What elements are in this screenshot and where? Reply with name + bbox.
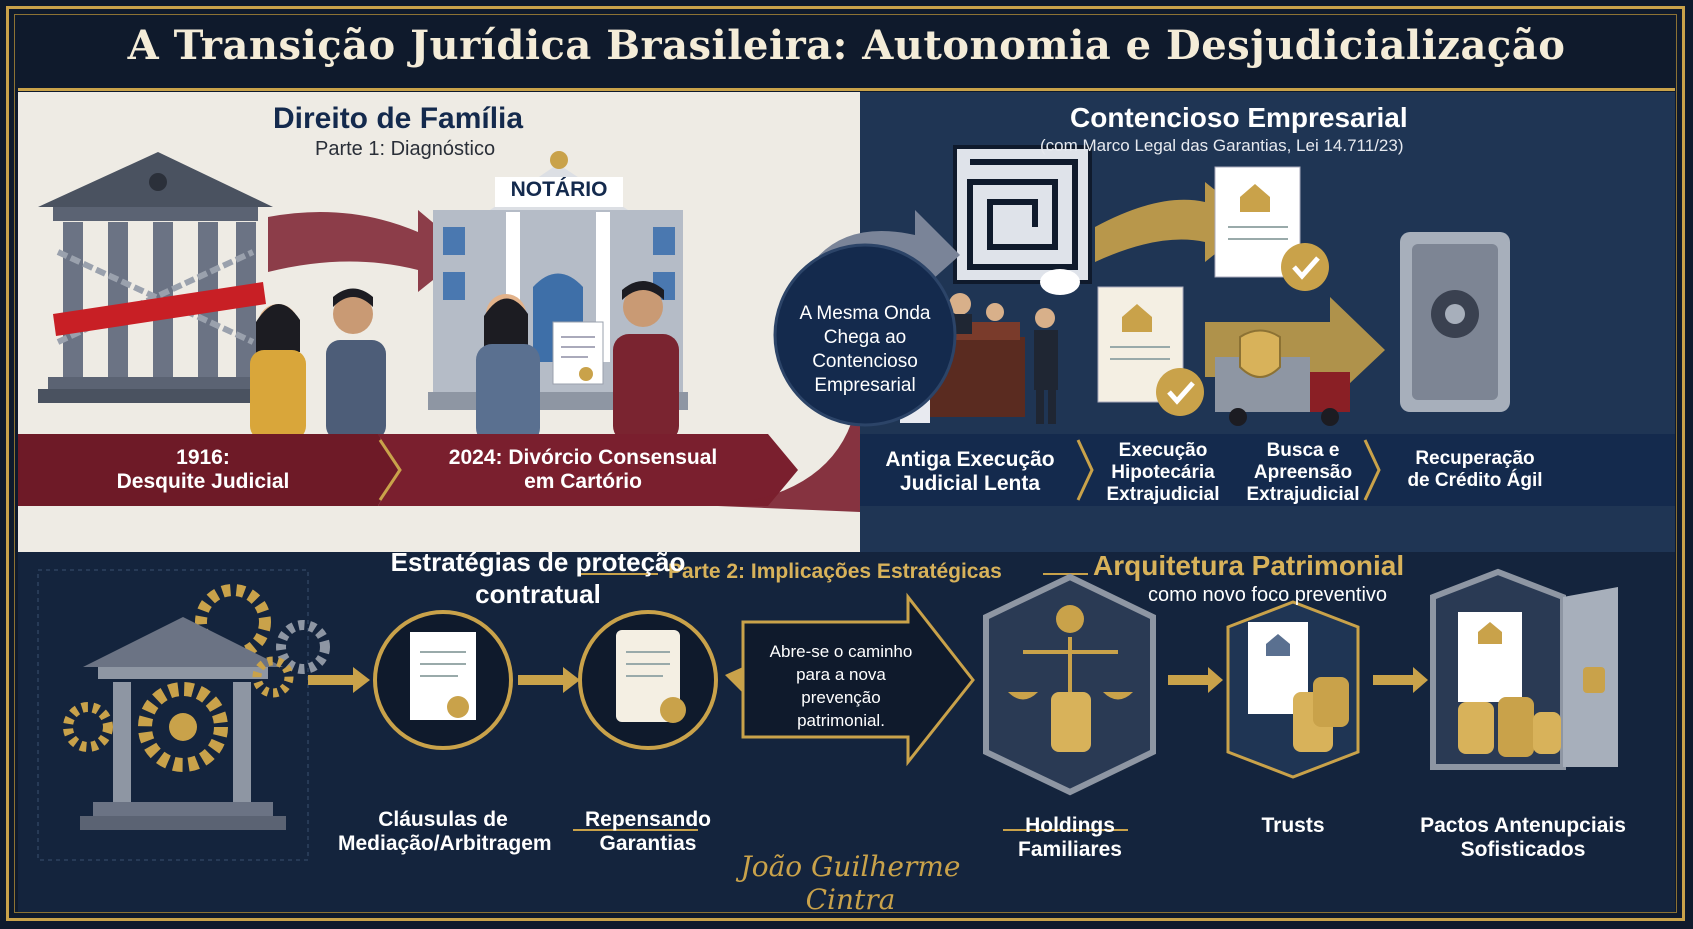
- maze-icon: [953, 145, 1092, 284]
- mortgage-document-icon: [1214, 166, 1329, 291]
- strategy-illustration: [37, 568, 1618, 861]
- outer-frame: [6, 6, 1685, 921]
- arch-subheading: como novo foco preventivo: [1148, 584, 1388, 606]
- business-panel: Contencioso Empresarial (com Marco Legal…: [860, 92, 1675, 552]
- family-subheading: Parte 1: Diagnóstico: [315, 138, 496, 160]
- path-arrow-icon: [741, 592, 975, 767]
- business-step-3: Busca e Apreensão Extrajudicial: [1246, 440, 1360, 505]
- notary-sign: NOTÁRIO: [510, 178, 608, 201]
- bridge-text: A Mesma Onda Chega ao Contencioso Empres…: [799, 303, 931, 396]
- trusts-label: Trusts: [1261, 814, 1325, 837]
- guarantee-scroll-icon: [578, 610, 718, 750]
- contract-heading: Estratégias de proteção contratual: [390, 547, 686, 609]
- gears-building-icon: [37, 569, 330, 861]
- mediation-label: Cláusulas de Mediação/Arbitragem: [338, 808, 552, 855]
- divorce-document-icon: [552, 321, 604, 385]
- business-step-4: Recuperação de Crédito Ágil: [1407, 448, 1543, 491]
- title-divider: [18, 88, 1675, 91]
- step-1916-label: 1916: Desquite Judicial: [116, 446, 290, 493]
- holdings-icon: [983, 573, 1156, 796]
- wave-bridge: [773, 210, 960, 427]
- safe-icon: [1400, 232, 1510, 412]
- mediation-clause-icon: [373, 610, 513, 750]
- transition-arrow-icon: [268, 210, 468, 292]
- step-2024-label: 2024: Divórcio Consensual em Cartório: [448, 446, 718, 493]
- trust-icon: [1226, 600, 1360, 779]
- family-illustration: [18, 151, 860, 512]
- holdings-label: Holdings Familiares: [1018, 814, 1122, 861]
- business-subheading: (com Marco Legal das Garantias, Lei 14.7…: [1040, 136, 1404, 155]
- contract-scroll-icon: [1097, 286, 1204, 416]
- author-signature: João Guilherme Cintra: [740, 850, 961, 916]
- page-title: A Transição Jurídica Brasileira: Autonom…: [127, 22, 1566, 69]
- court-building-icon: [38, 152, 273, 403]
- business-step-1: Antiga Execução Judicial Lenta: [885, 448, 1055, 495]
- red-tape-icon: [53, 282, 266, 336]
- truck-shield-icon: [1215, 329, 1350, 426]
- inner-frame: [14, 14, 1677, 913]
- prenup-vault-icon: [1430, 568, 1618, 770]
- guarantee-label: Repensando Garantias: [584, 808, 712, 855]
- family-panel: Direito de Família Parte 1: Diagnóstico …: [18, 92, 860, 552]
- business-illustration: [860, 145, 1675, 506]
- prenup-label: Pactos Antenupciais Sofisticados: [1420, 814, 1626, 861]
- part2-label: Parte 2: Implicações Estratégicas: [668, 560, 1002, 583]
- business-heading: Contencioso Empresarial: [1070, 102, 1408, 133]
- family-heading: Direito de Família: [273, 102, 524, 135]
- strategy-panel: Parte 2: Implicações Estratégicas Estrat…: [18, 547, 1675, 916]
- path-arrow-text: Abre-se o caminho para a nova prevenção …: [769, 642, 913, 730]
- business-step-2: Execução Hipotecária Extrajudicial: [1106, 440, 1220, 505]
- happy-couple-icon: [476, 281, 679, 444]
- arch-heading: Arquitetura Patrimonial: [1093, 550, 1405, 581]
